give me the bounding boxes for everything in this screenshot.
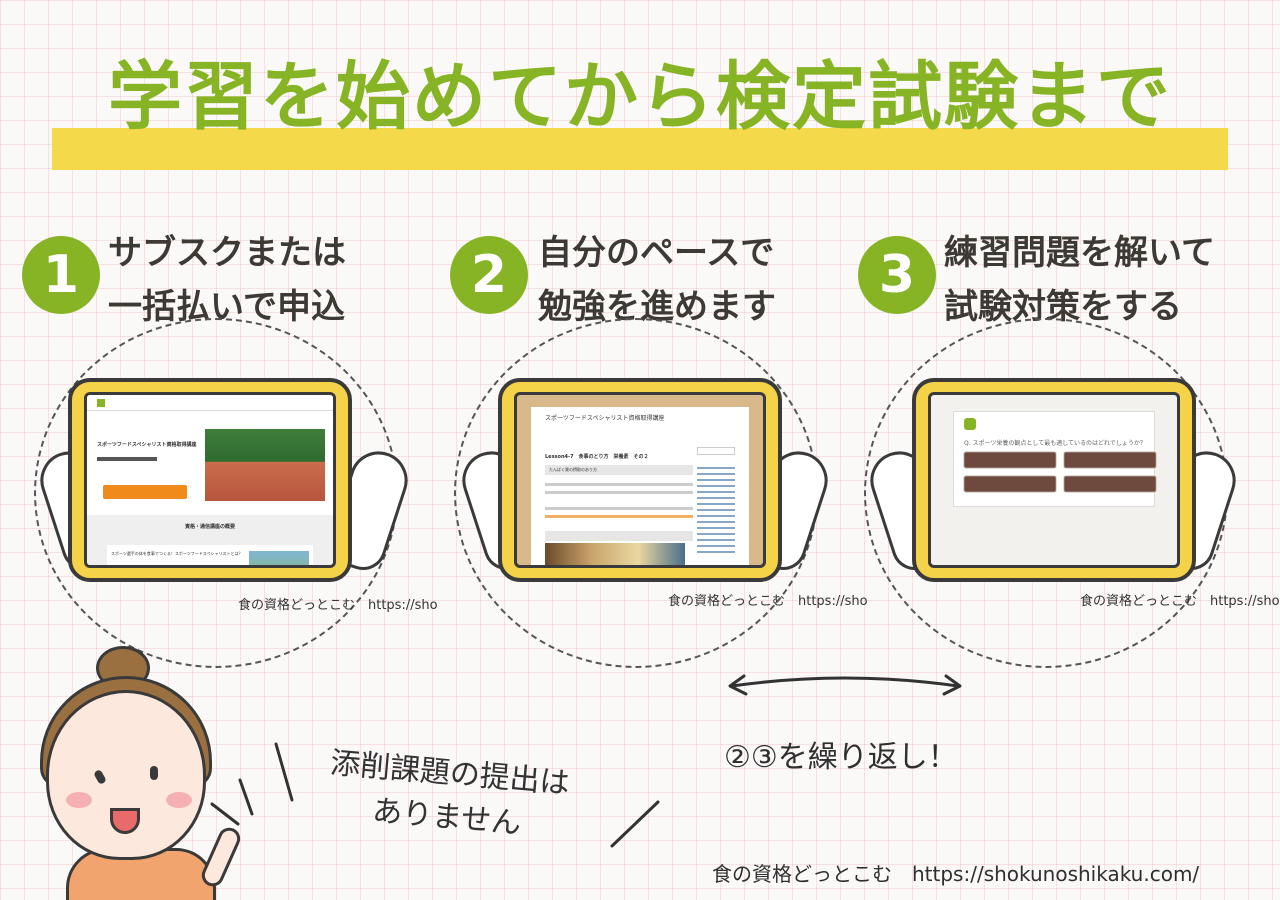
no-assignment-note: 添削課題の提出は ありません bbox=[325, 742, 572, 851]
screen-2-highlight-line bbox=[545, 515, 693, 518]
note-accent-line-icon bbox=[610, 800, 660, 848]
screen-2-page: スポーツフードスペシャリスト資格取得講座 Lesson4-7 食事のとり方 栄養… bbox=[531, 407, 749, 565]
character-mouth bbox=[110, 808, 140, 834]
tablet-2-screen: スポーツフードスペシャリスト資格取得講座 Lesson4-7 食事のとり方 栄養… bbox=[514, 392, 766, 568]
screen-2-search-input[interactable] bbox=[697, 447, 735, 455]
step-1-line-1: サブスクまたは bbox=[108, 233, 346, 273]
screen-2-food-photo bbox=[545, 543, 685, 565]
screen-3-answer-option-1[interactable] bbox=[964, 452, 1056, 468]
screen-2-section-bar bbox=[545, 531, 693, 541]
screen-1-thumbnail bbox=[249, 551, 309, 565]
screen-2-text-line bbox=[545, 483, 693, 486]
tablet-1-screen: スポーツフードスペシャリスト資格取得講座 資格・通信講座の概要 スポーツ選手の体… bbox=[84, 392, 336, 568]
character-face bbox=[46, 690, 206, 860]
character-cheek bbox=[66, 792, 92, 808]
screen-3-answer-option-2[interactable] bbox=[1064, 452, 1156, 468]
page-title: 学習を始めてから検定試験まで bbox=[108, 54, 1172, 140]
screen-2-site-title: スポーツフードスペシャリスト資格取得講座 bbox=[545, 415, 665, 422]
screen-1-header bbox=[87, 395, 333, 411]
screen-2-lesson-title: Lesson4-7 食事のとり方 栄養素 その２ bbox=[545, 454, 649, 460]
screen-1-runners-photo bbox=[205, 429, 325, 501]
step-2-label: 自分のペースで 勉強を進めます bbox=[538, 226, 776, 334]
screen-1-apply-button[interactable] bbox=[103, 485, 187, 499]
screen-2-subheading-bar bbox=[545, 465, 693, 475]
tablet-3-screen: Q. スポーツ栄養の観点として最も適しているのはどれでしょうか？ bbox=[928, 392, 1180, 568]
character-cheek bbox=[166, 792, 192, 808]
screen-3-answer-option-3[interactable] bbox=[964, 476, 1056, 492]
screen-1-price-line bbox=[97, 457, 157, 461]
screen-1-course-title: スポーツフードスペシャリスト資格取得講座 bbox=[97, 442, 197, 448]
screen-2-subheading: たんぱく質の摂取のあり方 bbox=[549, 467, 597, 472]
tablet-2: スポーツフードスペシャリスト資格取得講座 Lesson4-7 食事のとり方 栄養… bbox=[498, 378, 782, 582]
step-1-label: サブスクまたは 一括払いで申込 bbox=[108, 226, 346, 334]
step-3-label: 練習問題を解いて 試験対策をする bbox=[944, 226, 1215, 334]
credit-3: 食の資格どっとこむ https://sho bbox=[1080, 594, 1280, 609]
credit-1: 食の資格どっとこむ https://sho bbox=[238, 598, 438, 613]
footer-credit: 食の資格どっとこむ https://shokunoshikaku.com/ bbox=[712, 862, 1200, 886]
title-highlight bbox=[52, 128, 1228, 170]
sparkle-lines-icon bbox=[210, 742, 294, 826]
screen-3-quiz-panel: Q. スポーツ栄養の観点として最も適しているのはどれでしょうか？ bbox=[953, 411, 1156, 507]
character-eye bbox=[150, 766, 158, 780]
quiz-icon bbox=[964, 418, 976, 430]
site-logo-icon bbox=[97, 399, 105, 407]
step-1-number-badge: 1 bbox=[22, 236, 100, 314]
step-3-number-badge: 3 bbox=[858, 236, 936, 314]
tablet-3: Q. スポーツ栄養の観点として最も適しているのはどれでしょうか？ bbox=[912, 378, 1196, 582]
screen-2-text-line bbox=[545, 491, 693, 494]
step-2-line-1: 自分のペースで bbox=[538, 233, 775, 273]
screen-3-answer-option-4[interactable] bbox=[1064, 476, 1156, 492]
credit-2: 食の資格どっとこむ https://sho bbox=[668, 594, 868, 609]
screen-3-question: Q. スポーツ栄養の観点として最も適しているのはどれでしょうか？ bbox=[964, 440, 1146, 447]
screen-1-section-heading: 資格・通信講座の概要 bbox=[184, 524, 235, 530]
screen-1-card-title: スポーツ選手の体を食事でつくる！スポーツフードスペシャリストとは？ bbox=[111, 551, 243, 556]
repeat-label: ②③を繰り返し！ bbox=[724, 740, 958, 775]
step-2-number-badge: 2 bbox=[450, 236, 528, 314]
pointing-finger bbox=[198, 824, 244, 890]
double-arrow-icon bbox=[728, 674, 962, 696]
screen-2-text-line bbox=[545, 507, 693, 510]
step-3-line-1: 練習問題を解いて bbox=[944, 233, 1215, 273]
screen-2-sidebar-links[interactable] bbox=[697, 467, 735, 557]
tablet-1: スポーツフードスペシャリスト資格取得講座 資格・通信講座の概要 スポーツ選手の体… bbox=[68, 378, 352, 582]
